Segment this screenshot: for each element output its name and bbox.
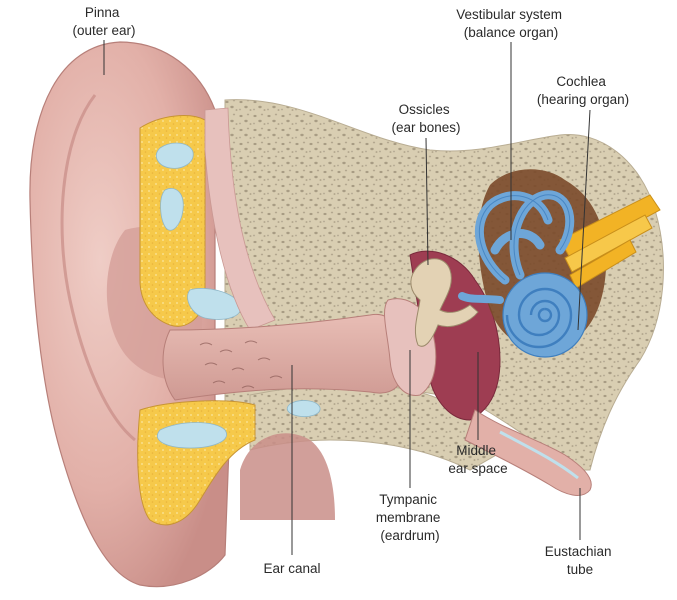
fluid-pocket-4 [157, 422, 227, 449]
pinna-label: Pinna (outer ear) [72, 5, 135, 38]
tympanic-label: Tympanic membrane (eardrum) [376, 492, 444, 543]
fluid-pocket-5 [286, 400, 321, 417]
auditory-nerve [559, 194, 661, 289]
middle-ear-label: Middle ear space [448, 443, 507, 476]
ossicles-leader [425, 137, 429, 266]
ossicles-label: Ossicles (ear bones) [391, 102, 460, 135]
canal-hairs [199, 340, 283, 389]
ear-canal-label: Ear canal [263, 561, 320, 576]
canal-skin-upper [204, 107, 276, 331]
cochlea-leader [577, 109, 591, 331]
fluid-pocket-2 [160, 188, 184, 231]
ear-canal-shape [162, 313, 403, 401]
helix-fold [60, 94, 136, 442]
jaw-tissue [240, 433, 335, 520]
vestibular-label: Vestibular system (balance organ) [456, 7, 566, 40]
fluid-pocket-1 [156, 142, 194, 169]
eustachian-tube-shape [464, 409, 592, 496]
eustachian-label: Eustachian tube [545, 544, 616, 577]
cochlea-shape [458, 272, 588, 358]
fluid-pocket-3 [187, 288, 241, 320]
cartilage-lower [137, 400, 256, 526]
eustachian-lumen [499, 430, 579, 480]
ossicles-shape [410, 258, 479, 347]
cochlea-label: Cochlea (hearing organ) [537, 74, 629, 107]
